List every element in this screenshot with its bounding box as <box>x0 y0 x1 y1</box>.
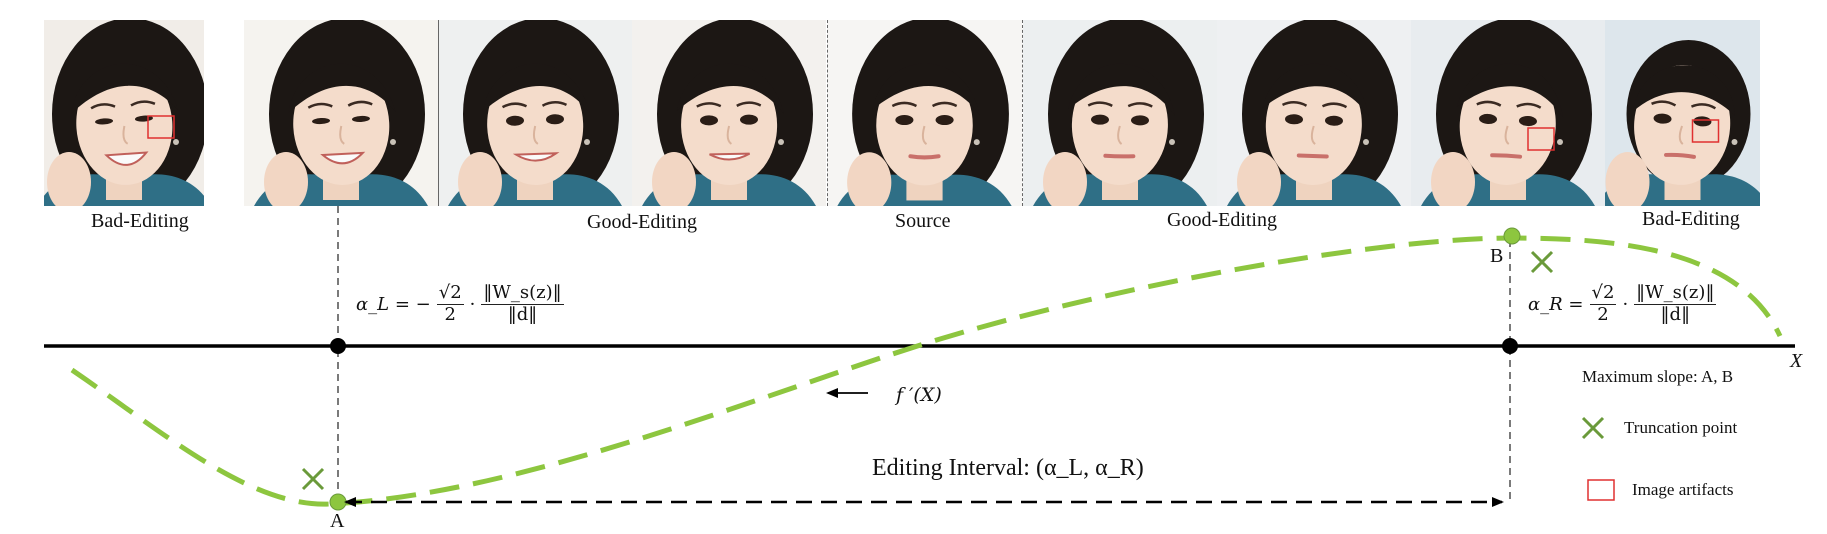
caption-source: Source <box>895 210 951 232</box>
derivative-curve <box>70 235 1783 507</box>
portrait-image <box>827 20 1022 206</box>
alpha-right-coef-num: √2 <box>1589 282 1617 305</box>
alpha-left-coef-num: √2 <box>436 282 464 305</box>
point-a-label: A <box>330 510 345 532</box>
alpha-left-frac-den: ‖d‖ <box>507 303 538 325</box>
alpha-right-fraction: ‖W_s(z)‖ ‖d‖ <box>1634 282 1717 325</box>
portrait-image <box>438 20 632 206</box>
alpha-right-coef-den: 2 <box>1597 303 1609 325</box>
alpha-left-fraction: ‖W_s(z)‖ ‖d‖ <box>481 282 564 325</box>
x-axis-label: X <box>1790 350 1803 372</box>
alpha-left-frac-num: ‖W_s(z)‖ <box>481 282 564 305</box>
alpha-left-equation: α_L = − √2 2 · ‖W_s(z)‖ ‖d‖ <box>356 282 564 325</box>
artifact-box-icon <box>1587 479 1615 501</box>
portrait-image <box>632 20 826 206</box>
portrait-image <box>44 20 204 206</box>
caption-good-editing-right: Good-Editing <box>1167 209 1277 231</box>
portrait-image <box>1605 20 1760 206</box>
legend-max-slope: Maximum slope: A, B <box>1582 367 1734 386</box>
alpha-right-frac-den: ‖d‖ <box>1660 303 1691 325</box>
editing-interval-label: Editing Interval: (α_L, α_R) <box>872 455 1144 481</box>
alpha-right-coefficient: √2 2 <box>1589 282 1617 325</box>
caption-bad-editing-right: Bad-Editing <box>1642 208 1740 230</box>
alpha-left-coefficient: √2 2 <box>436 282 464 325</box>
caption-good-editing-left: Good-Editing <box>587 211 697 233</box>
portrait-image <box>1411 20 1605 206</box>
caption-bad-editing-left: Bad-Editing <box>91 210 189 232</box>
alpha-right-equation: α_R = √2 2 · ‖W_s(z)‖ ‖d‖ <box>1528 282 1717 325</box>
panel-separator-dashed <box>827 20 828 206</box>
truncation-x-icon <box>301 467 325 491</box>
truncation-x-icon <box>1581 416 1605 440</box>
point-a-marker <box>329 493 347 511</box>
panel-separator-dashed <box>1022 20 1023 206</box>
truncation-x-icon <box>1530 250 1554 274</box>
portrait-image <box>1217 20 1411 206</box>
alpha-left-lhs: α_L = − <box>356 293 431 315</box>
panel-separator <box>438 20 439 206</box>
alpha-left-coef-den: 2 <box>444 303 456 325</box>
alpha-right-dot: · <box>1622 293 1629 315</box>
portrait-image <box>1023 20 1217 206</box>
derivative-label: f ′(X) <box>896 384 942 406</box>
legend-artifacts: Image artifacts <box>1632 480 1734 499</box>
face-strip <box>44 20 1760 206</box>
point-b-label: B <box>1490 245 1504 267</box>
alpha-right-lhs: α_R = <box>1528 293 1584 315</box>
portrait-image <box>244 20 438 206</box>
point-b-marker <box>1503 227 1521 245</box>
alpha-left-dot: · <box>469 293 476 315</box>
legend-truncation: Truncation point <box>1624 418 1738 437</box>
alpha-left-point <box>330 338 346 354</box>
alpha-right-frac-num: ‖W_s(z)‖ <box>1634 282 1717 305</box>
alpha-right-point <box>1502 338 1518 354</box>
